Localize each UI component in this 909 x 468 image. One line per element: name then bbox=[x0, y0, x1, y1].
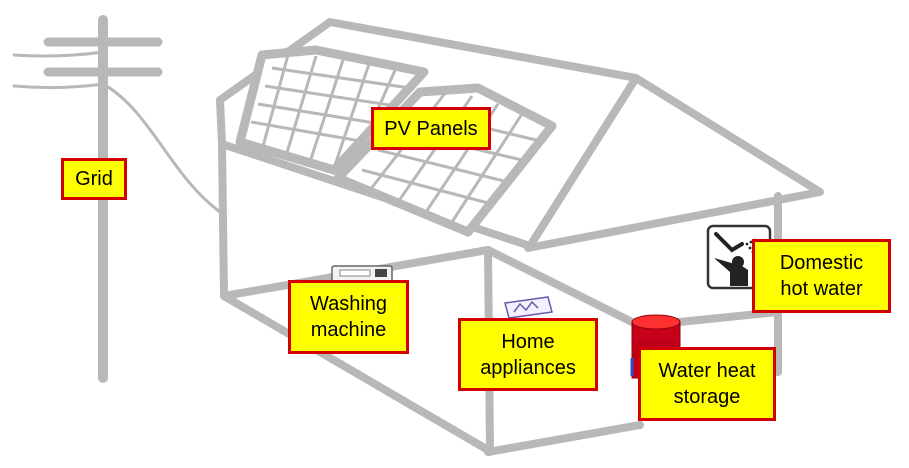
grid-label: Grid bbox=[61, 158, 127, 200]
pv-panels-label: PV Panels bbox=[371, 107, 491, 150]
water-heat-storage-label-line2: storage bbox=[673, 386, 741, 408]
water-heat-storage-label: Water heat storage bbox=[638, 347, 776, 421]
pv-panels-label-text: PV Panels bbox=[384, 117, 478, 140]
grid-label-text: Grid bbox=[75, 168, 113, 190]
washing-machine-label-line1: Washing bbox=[309, 293, 388, 315]
washing-machine-label-line2: machine bbox=[310, 319, 387, 341]
domestic-hot-water-label-line2: hot water bbox=[780, 278, 863, 300]
appliance-icon bbox=[504, 296, 553, 319]
domestic-hot-water-label-line1: Domestic bbox=[779, 252, 864, 274]
washing-machine-icon bbox=[331, 265, 393, 283]
domestic-hot-water-label: Domestic hot water bbox=[752, 239, 891, 313]
home-appliances-label-line2: appliances bbox=[480, 356, 576, 379]
water-heat-storage-label-line1: Water heat bbox=[658, 360, 756, 382]
home-appliances-label: Home appliances bbox=[458, 318, 598, 391]
washing-machine-label: Washing machine bbox=[288, 280, 409, 354]
home-appliances-label-line1: Home bbox=[501, 330, 555, 353]
